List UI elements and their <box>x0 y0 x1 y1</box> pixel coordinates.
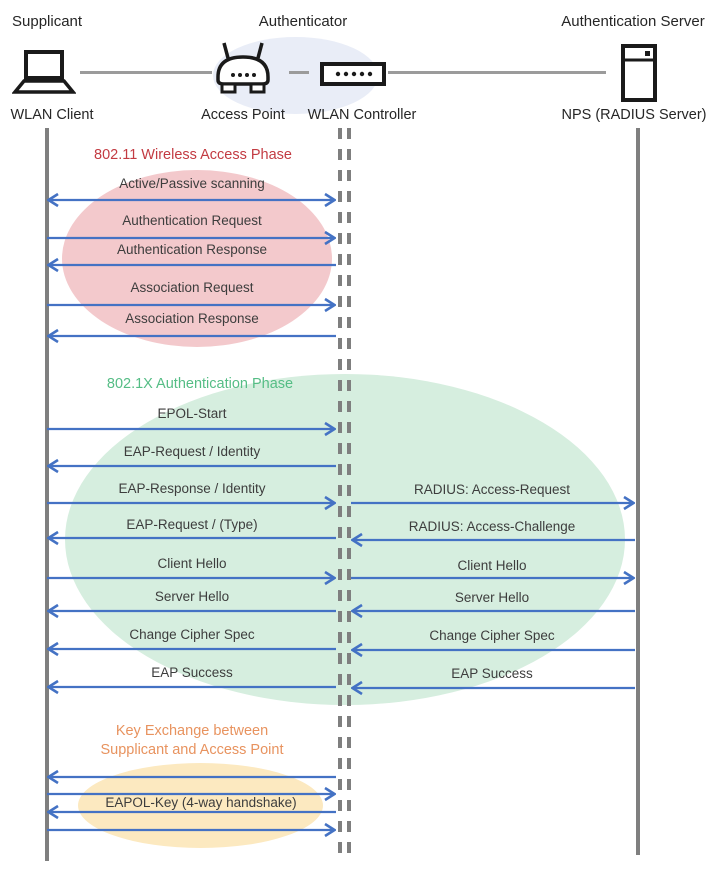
phase-title-802-11-wireless: 802.11 Wireless Access Phase <box>94 147 292 163</box>
phase-title-key-exchange-line1: Key Exchange between <box>115 723 269 739</box>
device-label-nps: NPS (RADIUS Server) <box>561 107 707 123</box>
phase-title-key-exchange: Key Exchange between Supplicant and Acce… <box>52 722 332 760</box>
phase-title-802-1x-auth: 802.1X Authentication Phase <box>106 376 294 392</box>
server-icon <box>621 44 657 102</box>
access-point-icon <box>216 42 270 94</box>
topology-link-controller-server <box>388 71 606 74</box>
laptop-icon <box>12 50 76 94</box>
lifeline-authenticator-dashed-2 <box>347 128 351 855</box>
device-label-access-point: Access Point <box>201 107 285 123</box>
phase-title-key-exchange-line2: Supplicant and Access Point <box>100 742 284 758</box>
phase-ellipse-key-exchange <box>78 763 323 848</box>
lifeline-authenticator-dashed-1 <box>338 128 342 855</box>
wlan-controller-icon <box>320 62 386 86</box>
role-label-authentication-server: Authentication Server <box>561 13 705 30</box>
phase-ellipse-802-11-wireless <box>62 170 332 347</box>
lifeline-wlan-client <box>45 128 49 861</box>
device-label-wlan-controller: WLAN Controller <box>307 107 417 123</box>
role-label-supplicant: Supplicant <box>12 13 83 30</box>
device-label-wlan-client: WLAN Client <box>10 107 94 123</box>
phase-ellipse-802-1x-auth <box>65 374 625 705</box>
topology-link-client-ap <box>80 71 212 74</box>
role-label-authenticator: Authenticator <box>258 13 348 30</box>
topology-link-ap-controller <box>289 71 309 74</box>
lifeline-radius-server <box>636 128 640 855</box>
